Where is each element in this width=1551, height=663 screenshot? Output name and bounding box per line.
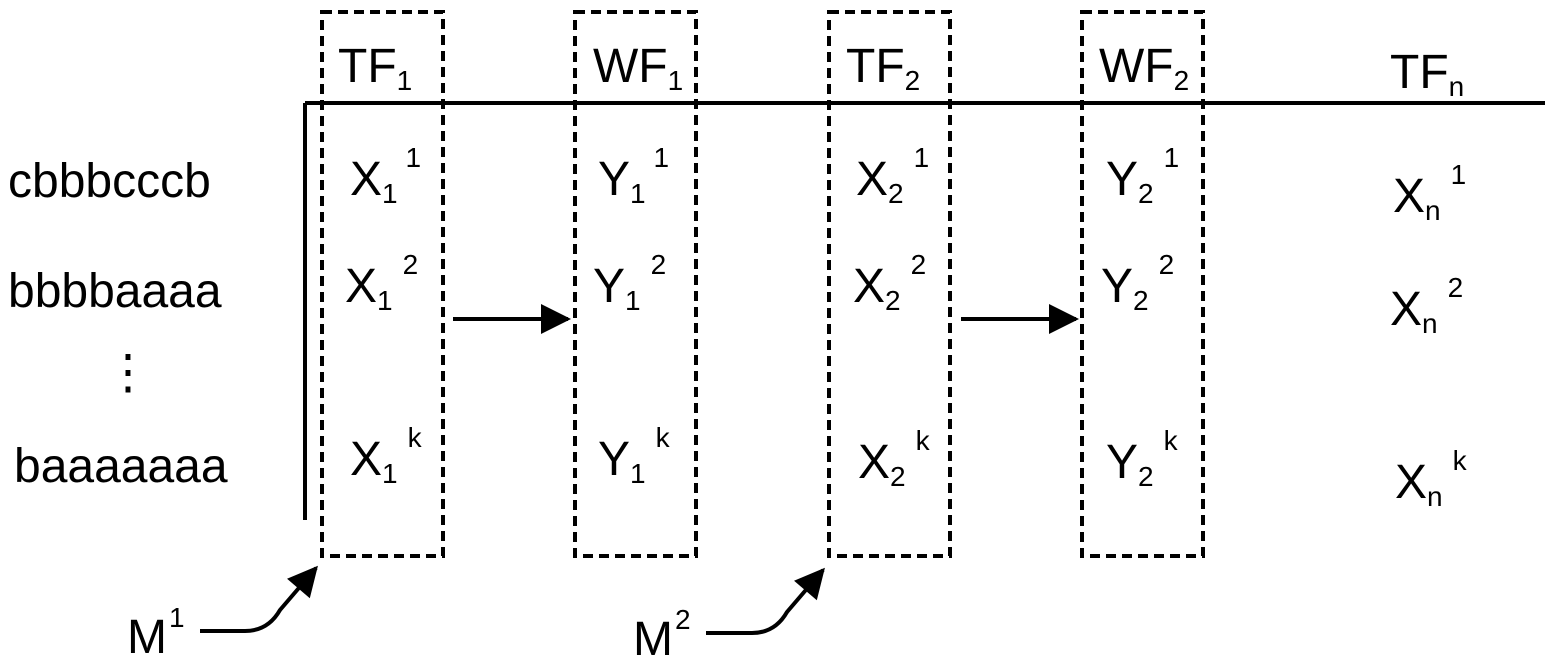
marker-m2: M2 [633, 604, 691, 663]
row-label-2: bbbbaaaa [8, 265, 222, 318]
row-label-k: baaaaaaa [14, 440, 228, 493]
cell-x2-2: X22 [853, 249, 926, 316]
cell-x1-k: X1k [350, 422, 423, 489]
row-label-ellipsis: ⋮ [104, 346, 152, 399]
cell-x1-1: X11 [350, 142, 421, 209]
column-header-wf1: WF1 [593, 40, 683, 96]
cell-xn-2: Xn2 [1390, 272, 1463, 339]
dashed-box-tf1 [320, 10, 445, 558]
cell-y2-1: Y21 [1106, 142, 1179, 209]
cell-y1-2: Y12 [593, 249, 666, 316]
dashed-box-tf2 [827, 10, 952, 558]
cell-y1-1: Y11 [598, 142, 669, 209]
curved-arrow-m1 [200, 565, 318, 633]
cell-y2-2: Y22 [1101, 249, 1174, 316]
row-label-1: cbbbcccb [8, 155, 211, 208]
column-header-wf2: WF2 [1099, 40, 1189, 96]
column-header-tfn: TFn [1390, 46, 1464, 102]
dashed-box-wf1 [573, 10, 698, 558]
curved-arrow-m2 [706, 567, 825, 635]
cell-y1-k: Y1k [598, 422, 671, 489]
marker-m1: M1 [127, 602, 185, 663]
cell-x2-1: X21 [856, 142, 929, 209]
cell-xn-k: Xnk [1395, 445, 1468, 512]
column-header-tf2: TF2 [846, 40, 920, 96]
cell-x1-2: X12 [345, 249, 418, 316]
cell-x2-k: X2k [858, 425, 931, 492]
cell-y2-k: Y2k [1106, 425, 1179, 492]
dashed-box-wf2 [1080, 10, 1205, 558]
column-header-tf1: TF1 [338, 40, 412, 96]
cell-xn-1: Xn1 [1393, 159, 1466, 226]
